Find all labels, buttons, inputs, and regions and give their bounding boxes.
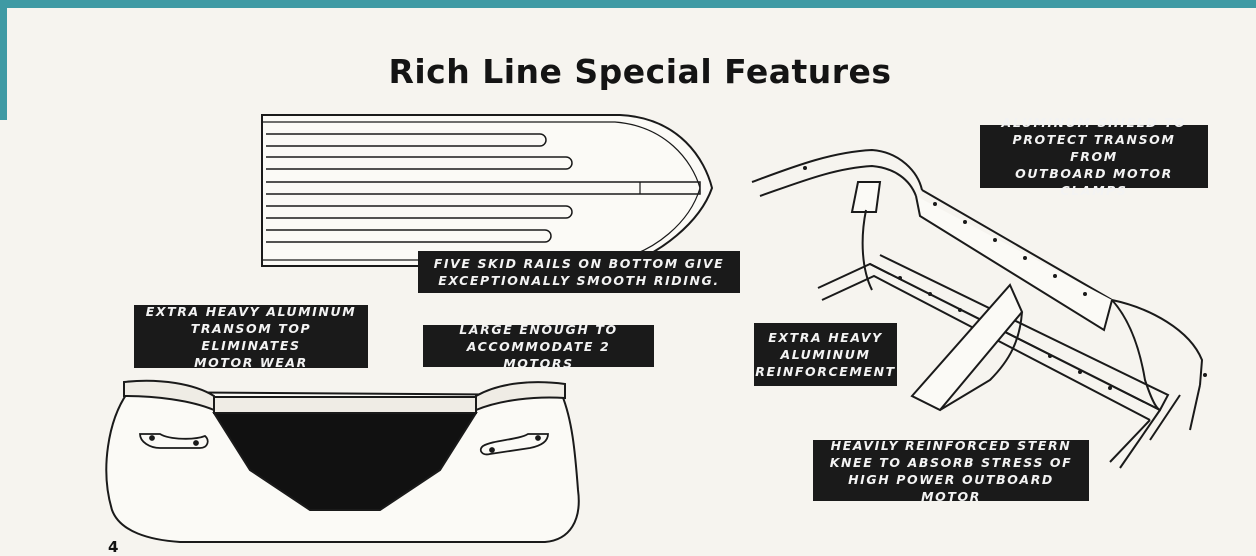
stern-interior-illustration: [751, 148, 1207, 469]
left-accent-band: [0, 0, 7, 120]
boat-hull-bottom-illustration: [261, 114, 714, 267]
reinforcement-callout: EXTRA HEAVY ALUMINUM REINFORCEMENT: [754, 323, 897, 386]
handle-icon: [139, 433, 209, 449]
transom-top-callout: EXTRA HEAVY ALUMINUM TRANSOM TOP ELIMINA…: [134, 304, 368, 370]
aluminum-shield-callout: ALUMINUM SHIELD TO PROTECT TRANSOM FROM …: [980, 115, 1208, 198]
stern-knee-callout: HEAVILY REINFORCED STERN KNEE TO ABSORB …: [813, 438, 1089, 504]
transom-rear-illustration: [105, 379, 580, 543]
handle-icon: [479, 433, 549, 456]
skid-rails-callout: FIVE SKID RAILS ON BOTTOM GIVE EXCEPTION…: [418, 251, 740, 293]
page-title: Rich Line Special Features: [388, 52, 892, 91]
top-accent-band: [0, 0, 1256, 8]
two-motors-callout: LARGE ENOUGH TO ACCOMMODATE 2 MOTORS: [423, 322, 654, 371]
page-number: 4: [108, 538, 119, 556]
rivet-row: [803, 166, 1207, 390]
skid-rail: [266, 133, 701, 243]
